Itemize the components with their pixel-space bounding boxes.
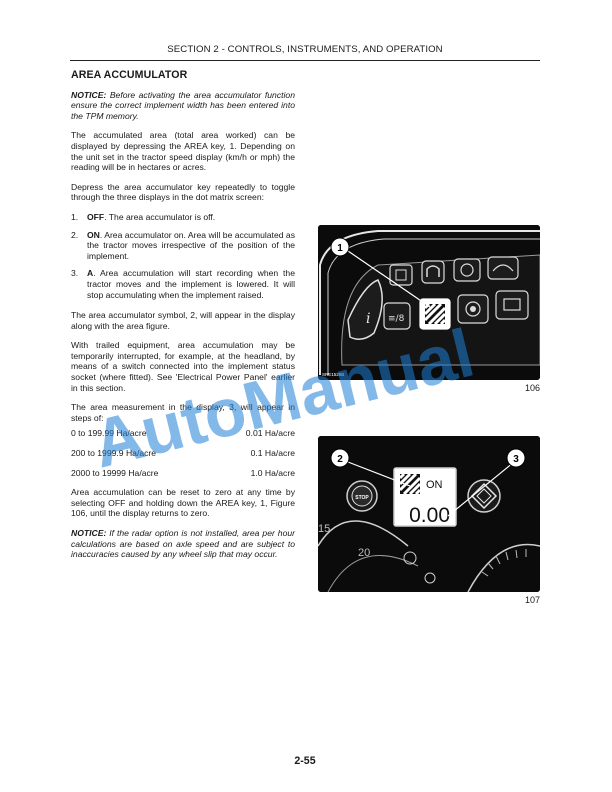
list-number: 1. xyxy=(71,211,79,222)
paragraph-reset: Area accumulation can be reset to zero a… xyxy=(71,487,295,519)
list-item: 2. ON. Area accumulator on. Area will be… xyxy=(71,230,295,262)
header-rule xyxy=(70,60,540,61)
section-title: AREA ACCUMULATOR xyxy=(71,69,188,81)
page-number: 2-55 xyxy=(294,755,316,767)
svg-text:≡/8: ≡/8 xyxy=(388,314,405,324)
stop-button-label: STOP xyxy=(355,495,369,501)
notice-text: If the radar option is not installed, ar… xyxy=(71,528,295,560)
figure-106-number: 106 xyxy=(524,383,540,393)
list-item: 1. OFF. The area accumulator is off. xyxy=(71,212,295,223)
mode-label: ON xyxy=(87,229,100,240)
step-value: 0.1 Ha/acre xyxy=(250,448,295,459)
notice-text: Before activating the area accumulator f… xyxy=(71,89,295,121)
figure-106-keypad: i ≡/8 1 SRE1528B xyxy=(318,225,540,380)
gauge-label-15: 15 xyxy=(318,523,330,535)
step-range: 200 to 1999.9 Ha/acre xyxy=(71,448,157,459)
mode-text: . Area accumulation will start recording… xyxy=(87,268,295,300)
mode-text: . The area accumulator is off. xyxy=(104,211,216,222)
notice-label: NOTICE: xyxy=(71,528,107,538)
figure-106-callout: 1 xyxy=(337,243,343,254)
figure-107-callout-symbol: 2 xyxy=(337,454,343,465)
paragraph-accumulated-area: The accumulated area (total area worked)… xyxy=(71,130,295,173)
step-value: 1.0 Ha/acre xyxy=(250,467,295,478)
step-value: 0.01 Ha/acre xyxy=(245,428,295,439)
table-row: 200 to 1999.9 Ha/acre 0.1 Ha/acre xyxy=(71,448,295,459)
mode-text: . Area accumulator on. Area will be accu… xyxy=(87,229,295,261)
notice-label: NOTICE: xyxy=(71,89,107,100)
figure-107-number: 107 xyxy=(524,595,540,605)
display-value: 0.00 xyxy=(409,504,450,527)
mode-list: 1. OFF. The area accumulator is off. 2. … xyxy=(71,212,295,300)
table-row: 0 to 199.99 Ha/acre 0.01 Ha/acre xyxy=(71,428,295,439)
list-number: 2. xyxy=(71,229,79,240)
steps-table: 0 to 199.99 Ha/acre 0.01 Ha/acre 200 to … xyxy=(71,428,295,478)
paragraph-trailed: With trailed equipment, area accumulatio… xyxy=(71,340,295,393)
gauge-label-20: 20 xyxy=(358,547,370,559)
figure-107-display: 15 20 STOP ON 0.00 2 3 xyxy=(318,436,540,592)
figure-107-callout-display: 3 xyxy=(513,454,519,465)
step-range: 0 to 199.99 Ha/acre xyxy=(71,428,147,439)
text-column: AREA ACCUMULATOR NOTICE: Before activati… xyxy=(71,70,295,569)
paragraph-toggle: Depress the area accumulator key repeate… xyxy=(71,181,295,203)
list-number: 3. xyxy=(71,268,79,279)
list-item: 3. A. Area accumulation will start recor… xyxy=(71,268,295,300)
figure-106-code: SRE1528B xyxy=(322,372,344,377)
paragraph-steps-intro: The area measurement in the display, 3, … xyxy=(71,402,295,423)
svg-text:i: i xyxy=(366,311,370,327)
mode-label: OFF xyxy=(87,211,105,222)
mode-label: A xyxy=(87,268,94,279)
display-mode: ON xyxy=(426,479,443,491)
section-header: SECTION 2 - CONTROLS, INSTRUMENTS, AND O… xyxy=(167,44,443,55)
notice-radar: NOTICE: If the radar option is not insta… xyxy=(71,528,295,560)
table-row: 2000 to 19999 Ha/acre 1.0 Ha/acre xyxy=(71,468,295,479)
step-range: 2000 to 19999 Ha/acre xyxy=(71,467,159,478)
notice-width: NOTICE: Before activating the area accum… xyxy=(71,90,295,122)
paragraph-symbol: The area accumulator symbol, 2, will app… xyxy=(71,310,295,331)
